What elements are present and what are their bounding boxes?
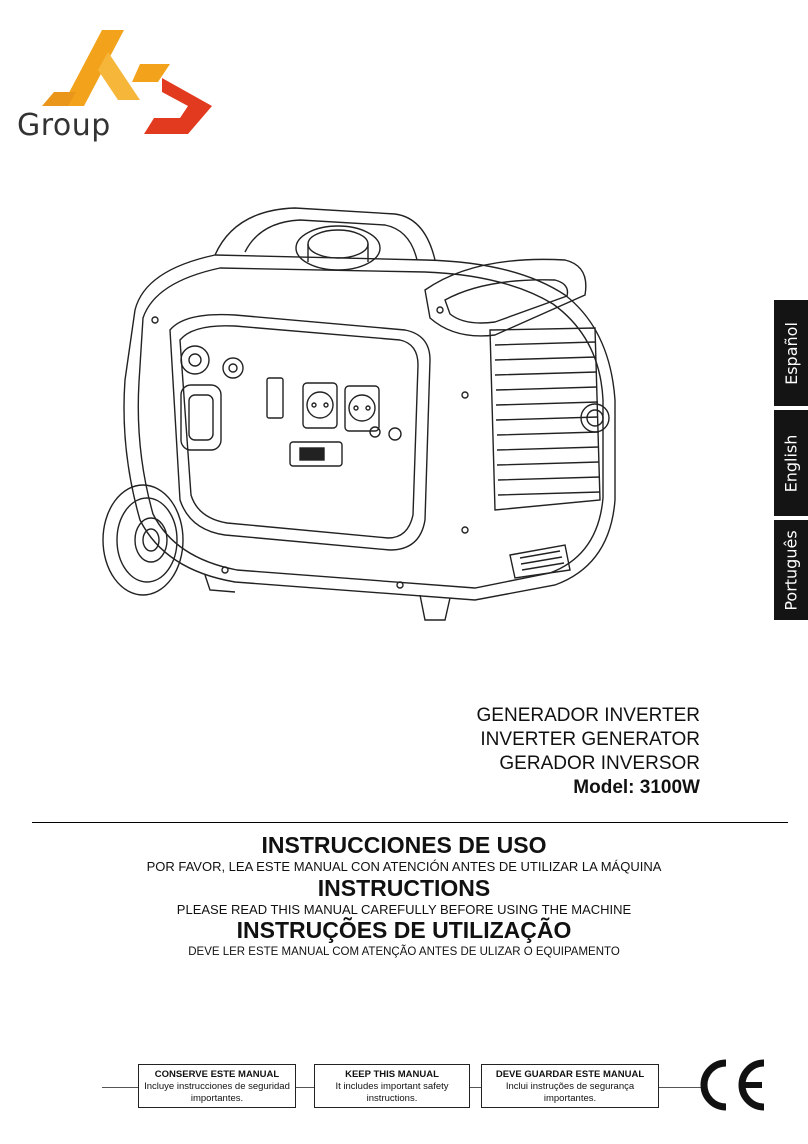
subheading-instructions-es: POR FAVOR, LEA ESTE MANUAL CON ATENCIÓN … [146,859,662,874]
notice-text-en: It includes important safety instruction… [335,1081,449,1104]
product-title-en: INVERTER GENERATOR [480,729,700,750]
subheading-instructions-en: PLEASE READ THIS MANUAL CAREFULLY BEFORE… [176,902,632,917]
notice-title-es: CONSERVE ESTE MANUAL [154,1069,280,1080]
ce-mark-icon [700,1059,765,1111]
heading-instructions-pt: INSTRUÇÕES DE UTILIZAÇÃO [236,917,572,943]
generator-illustration [102,207,616,621]
subheading-instructions-pt: DEVE LER ESTE MANUAL COM ATENÇÃO ANTES D… [188,946,620,958]
notice-text-pt: Inclui instruções de segurança important… [505,1081,635,1104]
heading-instructions-en: INSTRUCTIONS [317,875,491,901]
tab-english-label: English [781,434,801,492]
tab-espanol[interactable]: Español [774,300,808,406]
product-title-es: GENERADOR INVERTER [476,705,700,726]
divider [32,822,788,823]
tab-portugues-label: Português [781,529,801,611]
notice-box-pt: DEVE GUARDAR ESTE MANUAL Inclui instruçõ… [481,1064,659,1108]
tab-english[interactable]: English [774,410,808,516]
heading-instructions-es: INSTRUCCIONES DE USO [261,832,547,858]
tab-espanol-label: Español [781,321,801,385]
product-title-pt: GERADOR INVERSOR [499,753,700,774]
notice-title-en: KEEP THIS MANUAL [345,1069,439,1080]
notice-box-en: KEEP THIS MANUAL It includes important s… [314,1064,470,1108]
product-titles: GENERADOR INVERTER INVERTER GENERATOR GE… [477,704,700,800]
notice-box-es: CONSERVE ESTE MANUAL Incluye instruccion… [138,1064,296,1108]
logo-text: Group [17,108,111,143]
notice-text-es: Incluye instrucciones de seguridad impor… [144,1081,290,1104]
company-logo [42,30,212,134]
tab-portugues[interactable]: Português [774,520,808,620]
product-model: Model: 3100W [573,777,700,798]
notice-title-pt: DEVE GUARDAR ESTE MANUAL [495,1069,645,1080]
